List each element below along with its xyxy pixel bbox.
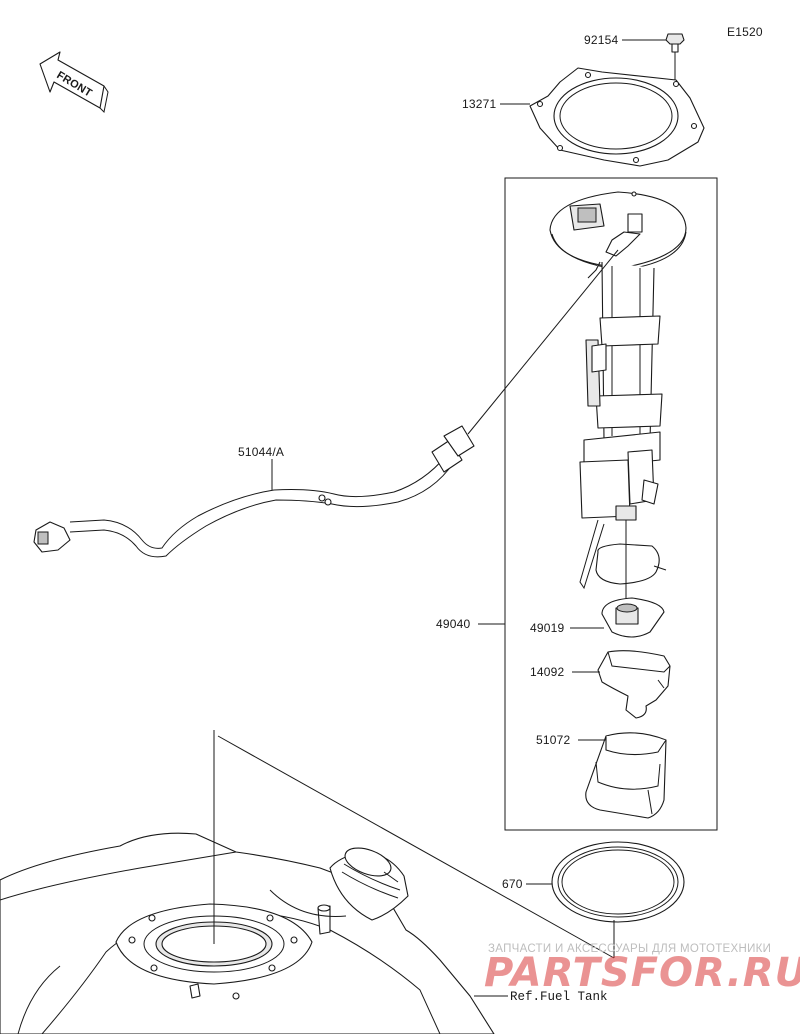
label-ref-fuel-tank: Ref.Fuel Tank [510,990,608,1004]
fuel-tank-reference [0,832,495,1034]
o-ring-670 [551,841,685,923]
label-49019: 49019 [530,621,564,635]
filter-49019 [595,520,667,638]
label-13271: 13271 [462,97,496,111]
watermark-brand: PARTSFOR.RU [484,950,800,996]
label-51044a: 51044/A [238,445,284,459]
label-14092: 14092 [530,665,564,679]
label-92154: 92154 [584,33,618,47]
holder-51072 [585,732,667,819]
front-arrow-icon: FRONT [39,51,109,114]
label-51072: 51072 [536,733,570,747]
diagram-code: E1520 [727,25,763,39]
plate-13271 [529,67,705,167]
cover-14092 [597,650,671,719]
label-670: 670 [502,877,523,891]
label-49040: 49040 [436,617,470,631]
fuel-pump-assembly-frame [504,177,718,831]
watermark-tagline: ЗАПЧАСТИ И АКСЕССУАРЫ ДЛЯ МОТОТЕХНИКИ [488,943,771,955]
bolt-92154 [665,33,685,53]
fuel-pump-49040 [549,191,687,590]
hose-51044a [33,425,475,558]
